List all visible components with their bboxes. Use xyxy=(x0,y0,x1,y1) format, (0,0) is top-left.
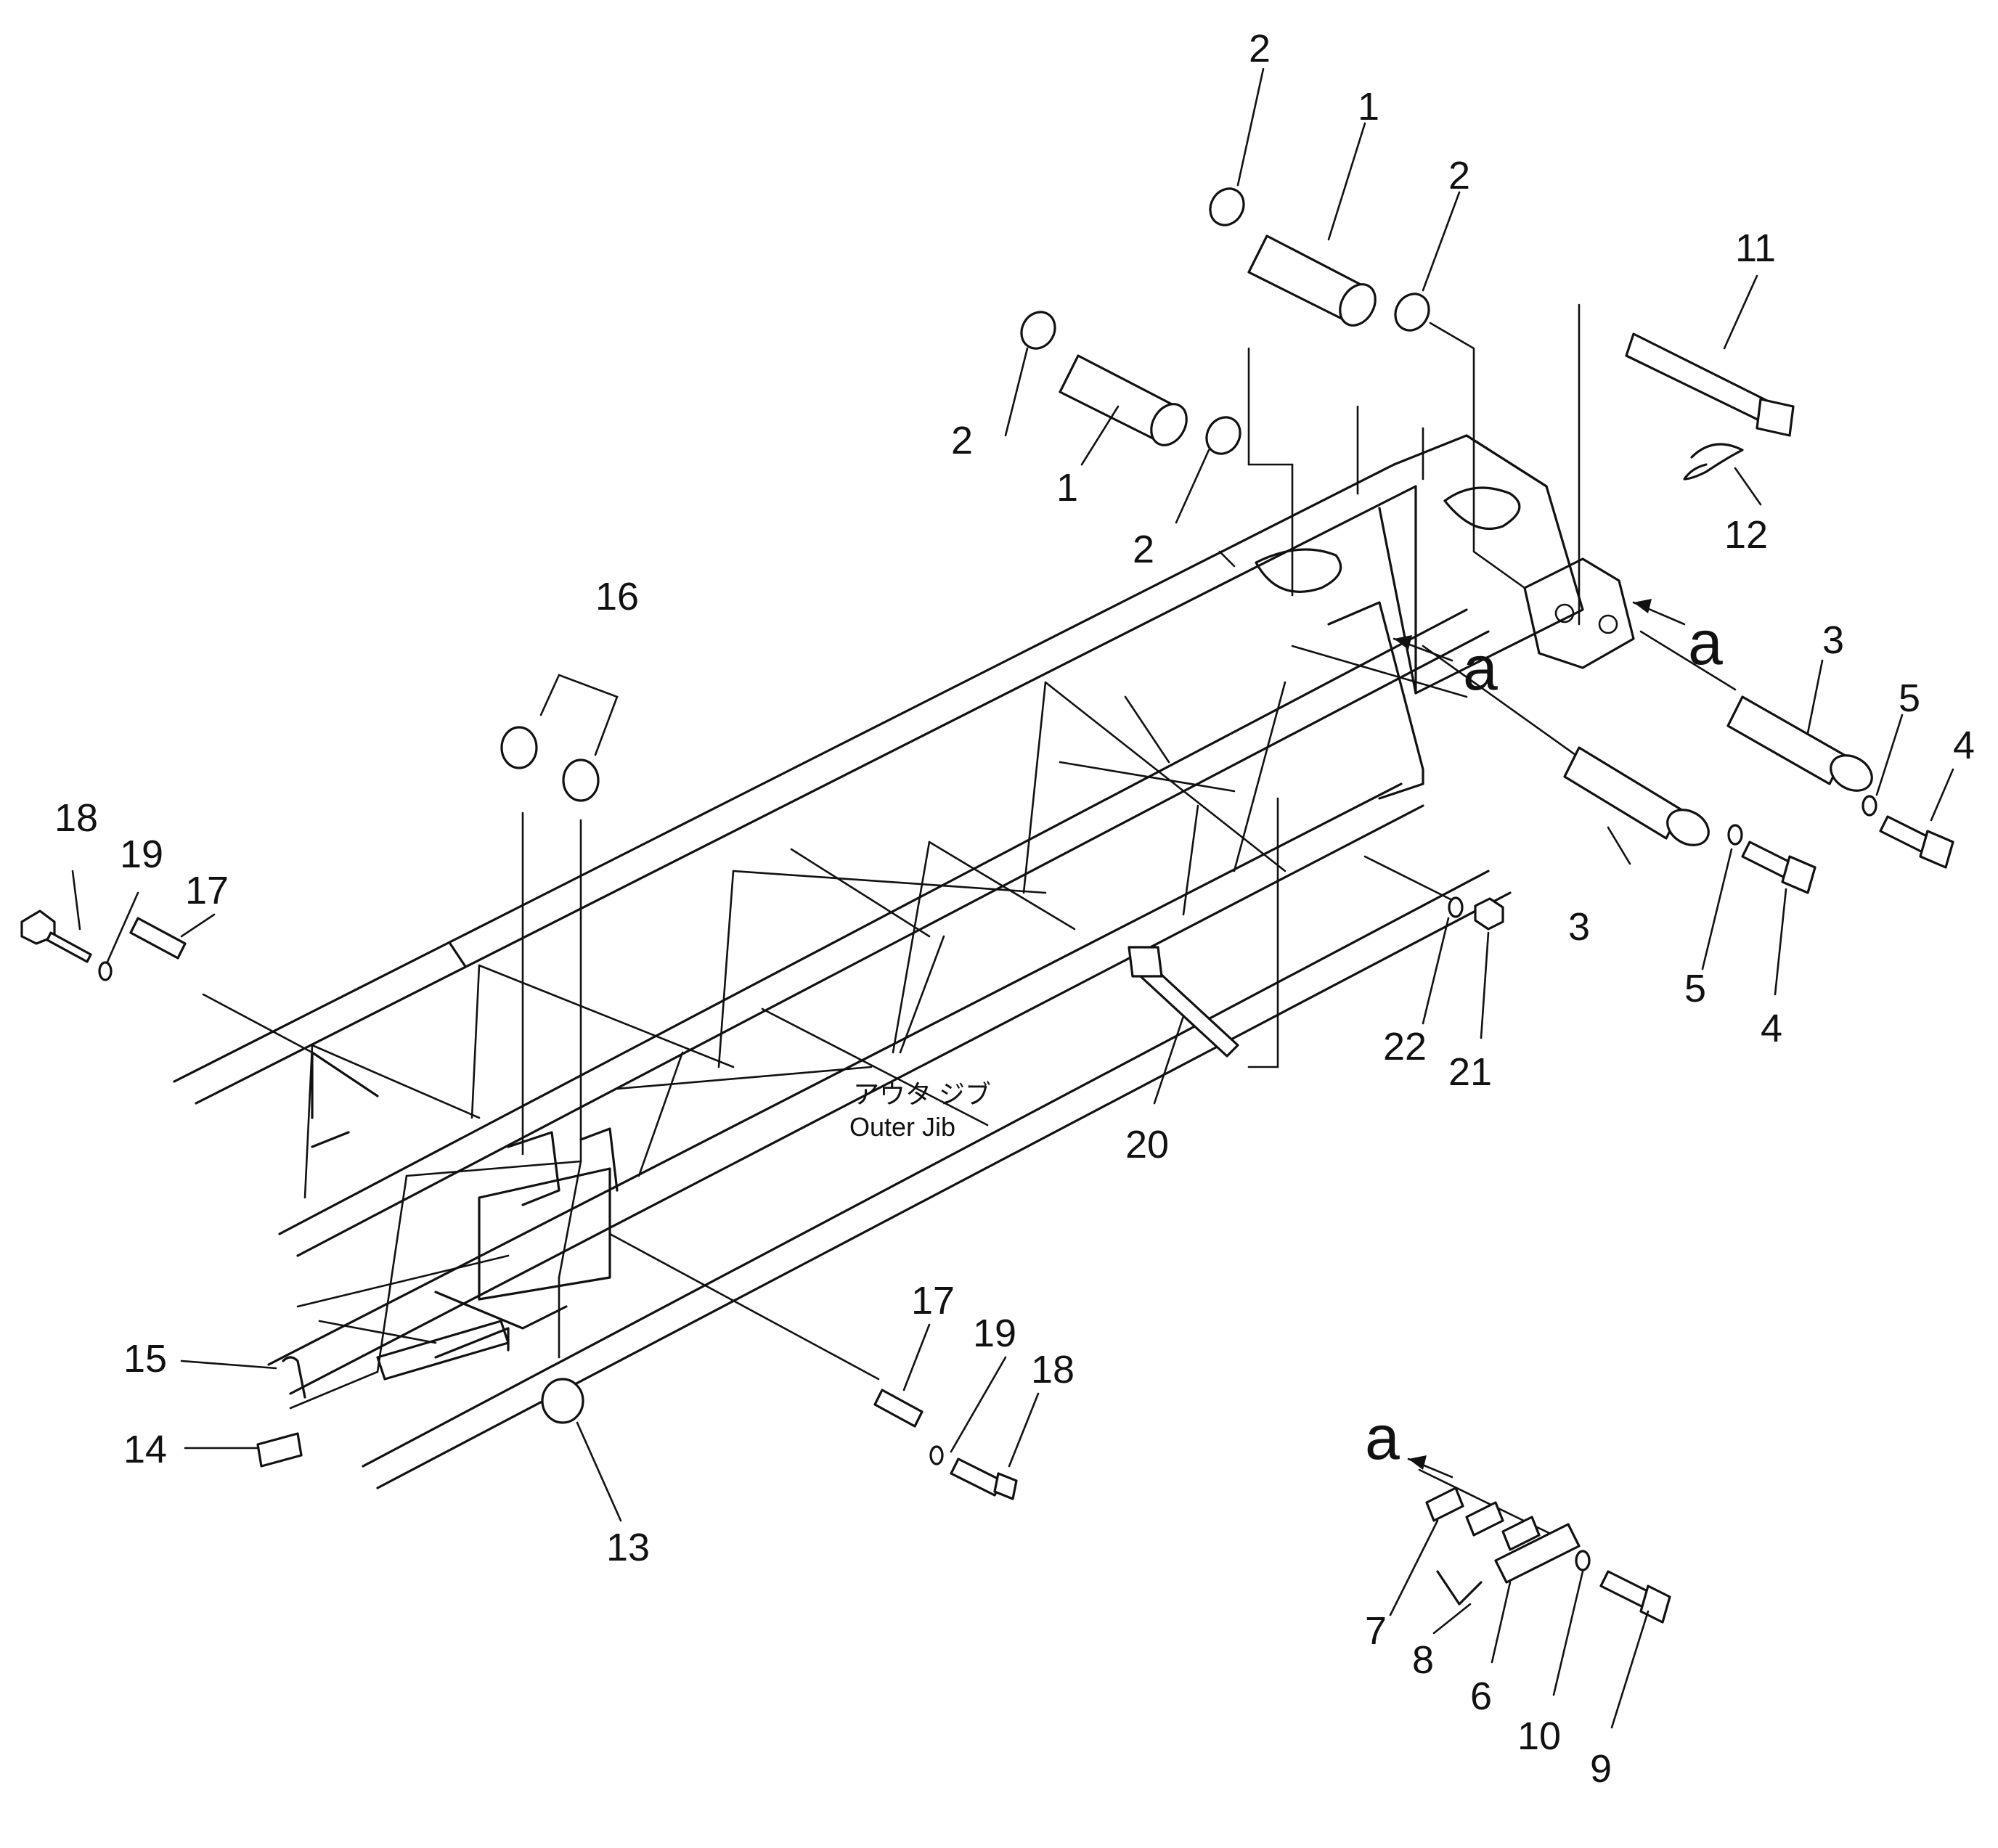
bushing-part-2 xyxy=(1020,187,1430,455)
callout-5: 5 xyxy=(1899,676,1920,720)
callout-21: 21 xyxy=(1448,1050,1492,1094)
pin-part-11 xyxy=(1625,332,1795,437)
callout-19: 19 xyxy=(973,1312,1016,1355)
cotter-part-15 xyxy=(282,1356,306,1399)
callout-5: 5 xyxy=(1684,967,1706,1010)
callout-1: 1 xyxy=(1056,466,1078,510)
callout-9: 9 xyxy=(1590,1747,1612,1791)
pin-part-14 xyxy=(256,1432,303,1468)
sleeve-part-1a xyxy=(1247,234,1377,327)
outer-jib-label-en: Outer Jib xyxy=(849,1112,955,1142)
callout-18: 18 xyxy=(1031,1348,1075,1391)
callout-17: 17 xyxy=(185,869,229,912)
callout-17: 17 xyxy=(911,1279,955,1322)
callout-15: 15 xyxy=(123,1337,167,1381)
callout-18: 18 xyxy=(54,796,98,840)
callout-19: 19 xyxy=(120,833,163,876)
view-ref-a: a xyxy=(1688,608,1723,678)
view-ref-a: a xyxy=(1463,634,1498,703)
pin-part-3a xyxy=(1726,695,1873,792)
callout-6: 6 xyxy=(1470,1675,1492,1718)
callout-2: 2 xyxy=(1133,528,1154,571)
washer-part-22 xyxy=(1448,896,1464,918)
pin-part-3b xyxy=(1563,746,1710,846)
callout-22: 22 xyxy=(1383,1025,1427,1068)
bolt-part-20 xyxy=(1128,946,1239,1058)
callout-leaders xyxy=(71,68,1954,1729)
view-ref-a: a xyxy=(1365,1403,1400,1473)
callout-14: 14 xyxy=(123,1428,167,1471)
sleeve-part-1b xyxy=(1059,354,1188,446)
callout-2: 2 xyxy=(951,419,973,462)
bushing-part-13 xyxy=(541,1378,584,1424)
callout-20: 20 xyxy=(1125,1123,1169,1166)
plate-part-6 xyxy=(1494,1523,1581,1584)
callout-13: 13 xyxy=(606,1526,650,1569)
shim-part-8 xyxy=(1465,1501,1504,1537)
callout-4: 4 xyxy=(1953,724,1975,767)
detail-a-assembly xyxy=(1418,1468,1671,1624)
callout-2: 2 xyxy=(1448,154,1470,197)
washer-part-19 xyxy=(98,961,944,1465)
assembly-lines xyxy=(202,303,1737,1410)
callout-labels: 2 1 2 11 2 1 2 12 16 3 5 4 18 19 17 3 5 … xyxy=(54,27,1975,1791)
bushing-part-16 xyxy=(500,726,600,802)
callout-2: 2 xyxy=(1249,27,1271,70)
callout-4: 4 xyxy=(1761,1007,1782,1050)
callout-10: 10 xyxy=(1517,1714,1561,1758)
outer-jib-label-jp: アウタ ジブ xyxy=(853,1079,991,1109)
callout-3: 3 xyxy=(1822,618,1844,662)
outer-jib-frame xyxy=(173,405,1635,1489)
nut-part-21 xyxy=(1474,897,1504,931)
callout-1: 1 xyxy=(1358,85,1379,128)
pin-part-17 xyxy=(129,917,923,1428)
parts xyxy=(20,187,1954,1624)
callout-12: 12 xyxy=(1724,513,1768,557)
callout-16: 16 xyxy=(595,575,639,618)
washer-part-10 xyxy=(1575,1550,1591,1571)
view-arrows xyxy=(1393,599,1686,1479)
callout-3: 3 xyxy=(1568,905,1590,949)
bolt-part-4 xyxy=(1741,815,1954,894)
callout-8: 8 xyxy=(1412,1638,1434,1682)
callout-11: 11 xyxy=(1735,226,1776,270)
callout-7: 7 xyxy=(1365,1609,1387,1653)
clip-part-12 xyxy=(1683,443,1744,481)
bolt-part-18 xyxy=(20,909,1018,1500)
shim-part-7 xyxy=(1425,1487,1464,1522)
washer-part-5 xyxy=(1727,795,1877,846)
